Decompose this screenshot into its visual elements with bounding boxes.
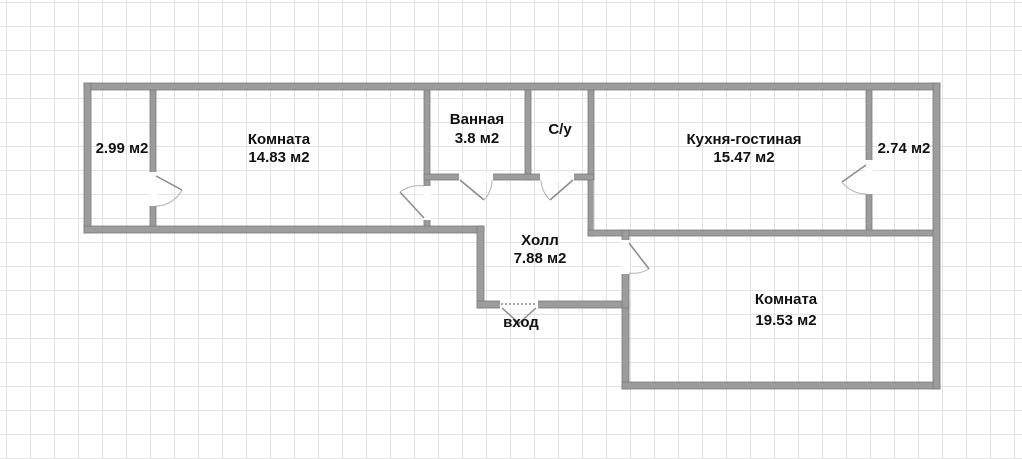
outer-walls [83, 82, 941, 390]
storage-left-area: 2.99 м2 [96, 140, 149, 157]
room-1-area: 14.83 м2 [248, 149, 309, 166]
wall-markers [86, 100, 939, 268]
door-swing-storage-right [841, 164, 867, 195]
inner-walls [149, 89, 934, 309]
bathroom-name: Ванная [450, 111, 504, 128]
door-swing-bathroom [459, 179, 493, 201]
hall-area: 7.88 м2 [514, 250, 567, 267]
door-swing-toilet [540, 179, 574, 201]
door-swing-room-2 [628, 242, 650, 274]
door-swing-hall-left [399, 185, 425, 219]
door-swing-room-1 [155, 175, 183, 207]
storage-right-area: 2.74 м2 [878, 140, 931, 157]
kitchen-living-area: 15.47 м2 [713, 149, 774, 166]
door-swing-entrance [501, 303, 537, 325]
room-2-name: Комната [755, 291, 818, 308]
entrance-label: вход [503, 314, 539, 331]
room-2-area: 19.53 м2 [755, 312, 816, 329]
kitchen-living-name: Кухня-гостиная [687, 131, 802, 148]
bathroom-area: 3.8 м2 [455, 130, 499, 147]
toilet-name: С/у [548, 121, 572, 138]
hall-name: Холл [521, 232, 559, 249]
room-1-name: Комната [248, 131, 311, 148]
